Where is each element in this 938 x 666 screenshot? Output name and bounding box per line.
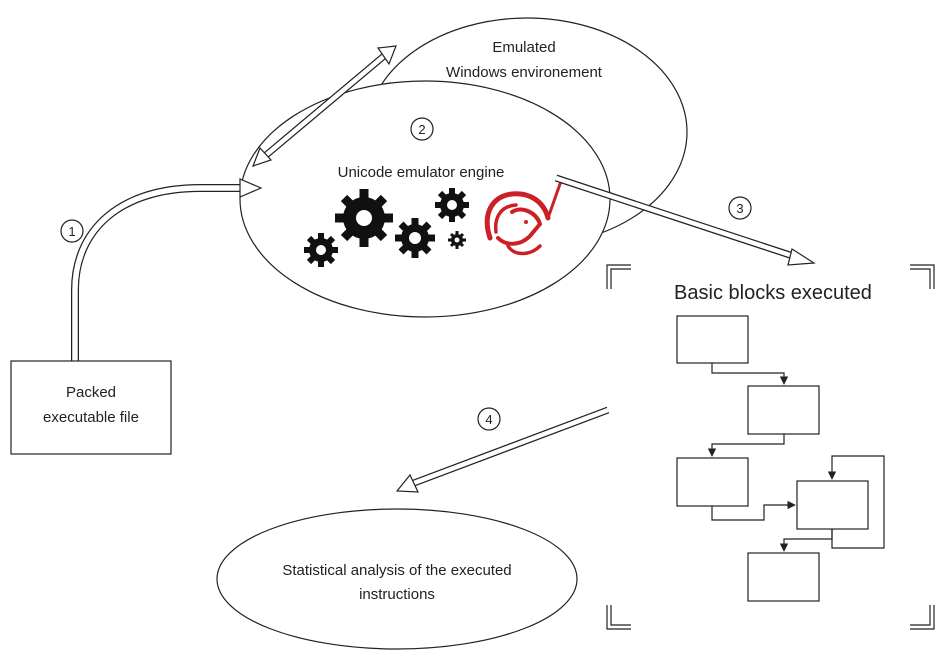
- basic-blocks-title: Basic blocks executed: [674, 282, 872, 304]
- packed-file-label-line2: executable file: [43, 409, 139, 426]
- step-3-marker: 3: [728, 196, 752, 220]
- gears-icon: [304, 188, 469, 267]
- step-4-marker: 4: [477, 407, 501, 431]
- step-2-label: 2: [418, 122, 425, 137]
- step-4-label: 4: [485, 412, 492, 427]
- basic-block: [676, 457, 749, 507]
- windows-env-label-line1: Emulated: [492, 39, 555, 56]
- packed-executable-box: Packed executable file: [10, 360, 172, 455]
- step-3-label: 3: [736, 201, 743, 216]
- arrow-packed-to-emulator: [71, 178, 263, 361]
- basic-block: [796, 480, 869, 530]
- unicorn-logo-icon: [484, 182, 562, 256]
- step-2-marker: 2: [410, 117, 434, 141]
- step-1-marker: 1: [60, 219, 84, 243]
- basic-block-edges: [707, 363, 885, 552]
- basic-block: [747, 385, 820, 435]
- emulator-engine-label: Unicode emulator engine: [338, 164, 505, 181]
- basic-block-flow: [676, 315, 869, 602]
- statistical-label-line1: Statistical analysis of the executed: [282, 562, 511, 579]
- basic-block: [747, 552, 820, 602]
- windows-env-label-line2: Windows environement: [446, 64, 603, 81]
- basic-block: [676, 315, 749, 364]
- statistical-label-line2: instructions: [359, 586, 435, 603]
- arrow-emulator-windows: [251, 45, 397, 167]
- packed-file-label-line1: Packed: [66, 384, 116, 401]
- statistical-analysis-ellipse: Statistical analysis of the executed ins…: [216, 508, 578, 650]
- arrow-blocks-to-statistics: [395, 406, 610, 493]
- step-1-label: 1: [68, 224, 75, 239]
- arrow-emulator-to-blocks: [554, 174, 816, 266]
- basic-blocks-frame: [606, 264, 935, 630]
